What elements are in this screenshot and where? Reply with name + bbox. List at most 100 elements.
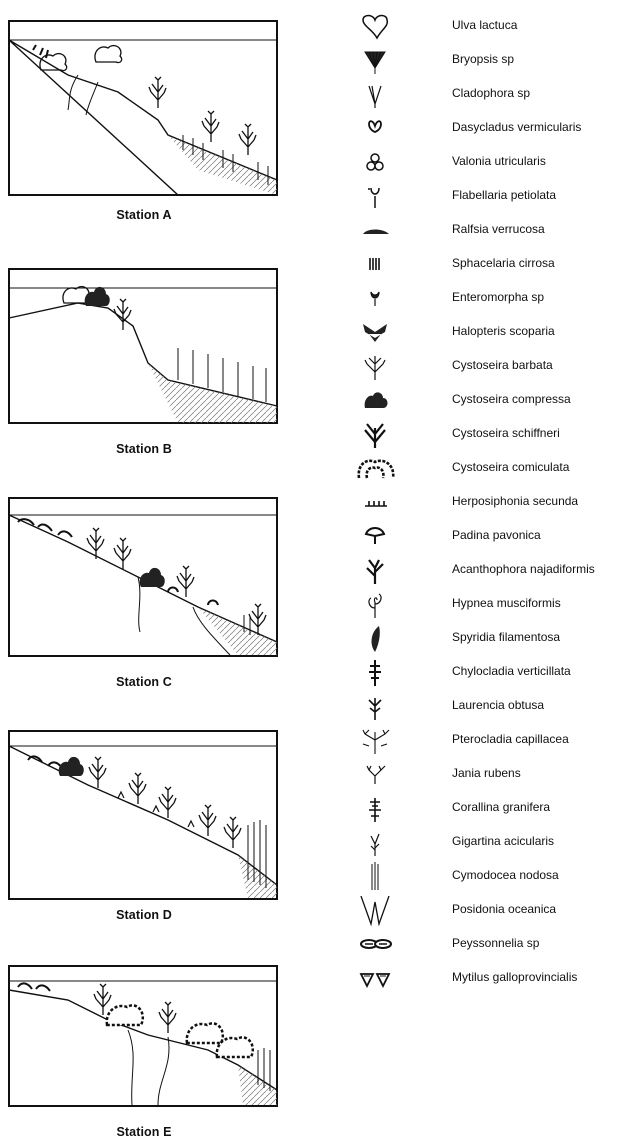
station-a-label: Station A xyxy=(8,208,280,222)
legend-item: Ulva lactuca xyxy=(355,10,636,44)
cystoseira-barbata-icon xyxy=(355,352,397,382)
ralfsia-icon xyxy=(355,216,397,246)
enteromorpha-icon xyxy=(355,284,397,314)
halopteris-icon xyxy=(355,318,397,348)
legend-label: Cystoseira barbata xyxy=(452,358,553,372)
legend-label: Dasycladus vermicularis xyxy=(452,120,581,134)
legend-label: Halopteris scoparia xyxy=(452,324,555,338)
legend-label: Cystoseira comiculata xyxy=(452,460,569,474)
legend-label: Jania rubens xyxy=(452,766,521,780)
legend-item: Chylocladia verticillata xyxy=(355,656,636,690)
cystoseira-schiffneri-icon xyxy=(355,420,397,450)
legend-label: Gigartina acicularis xyxy=(452,834,554,848)
jania-icon xyxy=(355,760,397,790)
legend-item: Cladophora sp xyxy=(355,78,636,112)
station-e: Station E xyxy=(8,965,280,1141)
legend-item: Peyssonnelia sp xyxy=(355,928,636,962)
station-d-profile xyxy=(8,730,280,905)
legend-label: Mytilus galloprovincialis xyxy=(452,970,577,984)
station-a: Station A xyxy=(8,20,280,220)
legend-item: Pterocladia capillacea xyxy=(355,724,636,758)
legend-label: Chylocladia verticillata xyxy=(452,664,571,678)
legend-item: Hypnea musciformis xyxy=(355,588,636,622)
legend-item: Dasycladus vermicularis xyxy=(355,112,636,146)
legend-label: Cystoseira compressa xyxy=(452,392,571,406)
legend-label: Peyssonnelia sp xyxy=(452,936,539,950)
hypnea-icon xyxy=(355,590,397,620)
peyssonnelia-icon xyxy=(355,930,397,960)
herposiphonia-icon xyxy=(355,488,397,518)
corallina-icon xyxy=(355,794,397,824)
legend-item: Valonia utricularis xyxy=(355,146,636,180)
station-c-label: Station C xyxy=(8,675,280,689)
legend-item: Cymodocea nodosa xyxy=(355,860,636,894)
legend-item: Posidonia oceanica xyxy=(355,894,636,928)
legend-label: Spyridia filamentosa xyxy=(452,630,560,644)
station-d-label: Station D xyxy=(8,908,280,922)
legend-label: Valonia utricularis xyxy=(452,154,546,168)
dasycladus-icon xyxy=(355,114,397,144)
flabellaria-icon xyxy=(355,182,397,212)
ulva-lactuca-icon xyxy=(355,12,397,42)
laurencia-icon xyxy=(355,692,397,722)
station-d: Station D xyxy=(8,730,280,930)
legend-item: Flabellaria petiolata xyxy=(355,180,636,214)
sphacelaria-icon xyxy=(355,250,397,280)
legend-item: Mytilus galloprovincialis xyxy=(355,962,636,996)
cystoseira-compressa-icon xyxy=(355,386,397,416)
legend-label: Corallina granifera xyxy=(452,800,550,814)
legend-item: Laurencia obtusa xyxy=(355,690,636,724)
cymodocea-icon xyxy=(355,862,397,892)
posidonia-icon xyxy=(355,896,397,926)
legend-item: Cystoseira comiculata xyxy=(355,452,636,486)
legend-label: Laurencia obtusa xyxy=(452,698,544,712)
legend-label: Ulva lactuca xyxy=(452,18,517,32)
station-b-label: Station B xyxy=(8,442,280,456)
pterocladia-icon xyxy=(355,726,397,756)
legend-item: Enteromorpha sp xyxy=(355,282,636,316)
legend-label: Cymodocea nodosa xyxy=(452,868,559,882)
legend-item: Halopteris scoparia xyxy=(355,316,636,350)
cladophora-icon xyxy=(355,80,397,110)
legend-label: Sphacelaria cirrosa xyxy=(452,256,555,270)
legend-label: Pterocladia capillacea xyxy=(452,732,569,746)
legend-label: Cladophora sp xyxy=(452,86,530,100)
spyridia-icon xyxy=(355,624,397,654)
padina-icon xyxy=(355,522,397,552)
legend-label: Flabellaria petiolata xyxy=(452,188,556,202)
chylocladia-icon xyxy=(355,658,397,688)
legend-item: Acanthophora najadiformis xyxy=(355,554,636,588)
valonia-icon xyxy=(355,148,397,178)
station-e-profile xyxy=(8,965,280,1115)
station-e-label: Station E xyxy=(8,1125,280,1139)
station-c: Station C xyxy=(8,497,280,697)
legend-label: Padina pavonica xyxy=(452,528,541,542)
legend-label: Hypnea musciformis xyxy=(452,596,561,610)
legend-item: Bryopsis sp xyxy=(355,44,636,78)
legend-label: Cystoseira schiffneri xyxy=(452,426,560,440)
station-a-profile xyxy=(8,20,280,200)
legend-label: Acanthophora najadiformis xyxy=(452,562,595,576)
legend-item: Gigartina acicularis xyxy=(355,826,636,860)
legend-item: Ralfsia verrucosa xyxy=(355,214,636,248)
legend-label: Bryopsis sp xyxy=(452,52,514,66)
legend-label: Posidonia oceanica xyxy=(452,902,556,916)
bryopsis-icon xyxy=(355,46,397,76)
legend-item: Spyridia filamentosa xyxy=(355,622,636,656)
cystoseira-comiculata-icon xyxy=(355,454,397,484)
station-b-profile xyxy=(8,268,280,428)
legend-item: Sphacelaria cirrosa xyxy=(355,248,636,282)
legend-item: Cystoseira barbata xyxy=(355,350,636,384)
legend-label: Ralfsia verrucosa xyxy=(452,222,545,236)
legend-item: Padina pavonica xyxy=(355,520,636,554)
legend-item: Cystoseira schiffneri xyxy=(355,418,636,452)
gigartina-icon xyxy=(355,828,397,858)
legend-item: Herposiphonia secunda xyxy=(355,486,636,520)
legend-label: Enteromorpha sp xyxy=(452,290,544,304)
station-c-profile xyxy=(8,497,280,662)
legend-item: Cystoseira compressa xyxy=(355,384,636,418)
mytilus-icon xyxy=(355,964,397,994)
legend-item: Corallina granifera xyxy=(355,792,636,826)
station-b: Station B xyxy=(8,268,280,468)
acanthophora-icon xyxy=(355,556,397,586)
